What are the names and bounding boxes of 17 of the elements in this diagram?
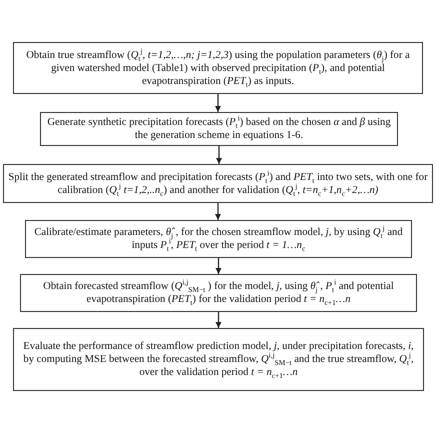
arrow xyxy=(216,312,222,328)
step-text: Split the generated streamflow and precipitation forecasts (P$_{t}$$^{i}$) and PET$_{t}$ into two sets, with one for calibration (Q$_{t}$$^{j}$ t=1,2,..n$_{c}$) and another for validation (Q$_{t}$$^{j}$, t=n$_{c}$+1,n$_{c}$+2,…n) xyxy=(7,170,429,196)
process-box xyxy=(25,220,412,258)
arrow xyxy=(215,94,221,112)
process-box xyxy=(20,274,417,312)
process-box xyxy=(13,328,424,391)
process-box xyxy=(3,164,433,203)
step-text: Obtain forecasted streamflow (Q$^{i,j}$$_{SM−t}$ ) for the model, j, using θ̂$_{j}$ , P$_{t}$$^{i}$ and potential evapotranspiration (PET$_{t}$) for the validation period t = n$_{c+1}$…n xyxy=(42,280,395,306)
step-text: Calibrate/estimate parameters, θ̂$_{j}$ , for the chosen streamflow model, j, by using Q$_{t}$$^{j}$ and inputs P$_{t}$$^{i}$, PET$_{t}$ over the period t = 1…n$_{c}$ xyxy=(33,226,404,252)
step-text: Generate synthetic precipitation forecasts (P$_{t}$$^{i}$) based on the chosen α and β using the generation scheme in equations 1-6. xyxy=(46,116,392,142)
arrow xyxy=(216,258,222,274)
arrow xyxy=(216,146,222,164)
process-box xyxy=(13,42,423,94)
step-text: Evaluate the performance of streamflow prediction model, j, under precipitation forecasts, i, by computing MSE between the forecasted streamflow, Q$^{i,j}$$_{SM−t}$ and the true streamflow, Q$_{t}$$^{j}$, over the validation period t = n$_{c+1}$…n xyxy=(22,340,415,379)
arrow xyxy=(215,203,221,220)
step-text: Obtain true streamflow (Q$_{t}$$^{j}$, t=1,2,…,n; j=1,2,3) using the population parameters (θ$_{j}$) for a given watershed model (Table1) with observed precipitation (P$_{t}$), and potential evapotranspiration (PET$_{t}$) as inputs. xyxy=(25,48,411,88)
process-box xyxy=(40,112,398,146)
